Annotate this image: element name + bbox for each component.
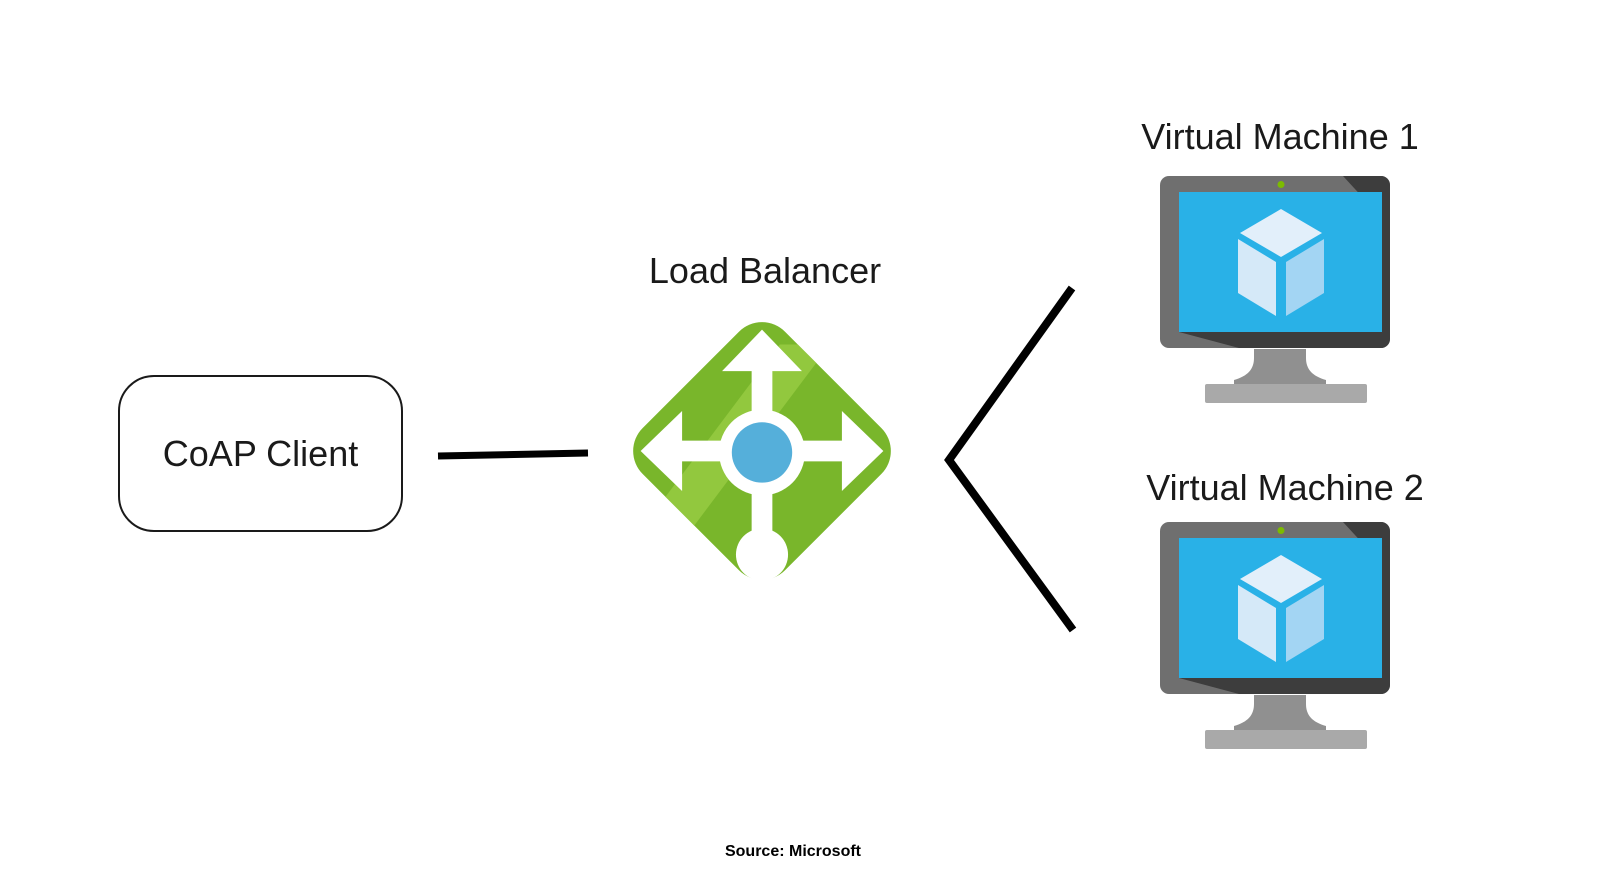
vm1-label: Virtual Machine 1	[1141, 116, 1419, 157]
lb-center-dot	[731, 422, 793, 483]
vm2-label: Virtual Machine 2	[1146, 467, 1424, 508]
vm1-icon	[1159, 175, 1399, 405]
coap-client-node: CoAP Client	[118, 375, 403, 532]
coap-client-label: CoAP Client	[162, 432, 359, 474]
lb-right-arrow-head	[841, 411, 884, 491]
lb-left-arrow-head	[640, 411, 683, 491]
vm2-monitor	[1160, 522, 1390, 749]
load-balancer-label: Load Balancer	[648, 250, 882, 291]
client-to-loadbalancer-line	[437, 449, 589, 460]
source-caption: Source: Microsoft	[724, 843, 861, 860]
vm2-icon	[1159, 521, 1399, 751]
lb-up-arrow-head	[722, 329, 802, 372]
lb-bottom-node	[735, 528, 789, 581]
vm1-monitor	[1160, 176, 1390, 403]
loadbalancer-to-vms-lines	[944, 285, 1077, 633]
load-balancer-icon	[619, 322, 891, 594]
